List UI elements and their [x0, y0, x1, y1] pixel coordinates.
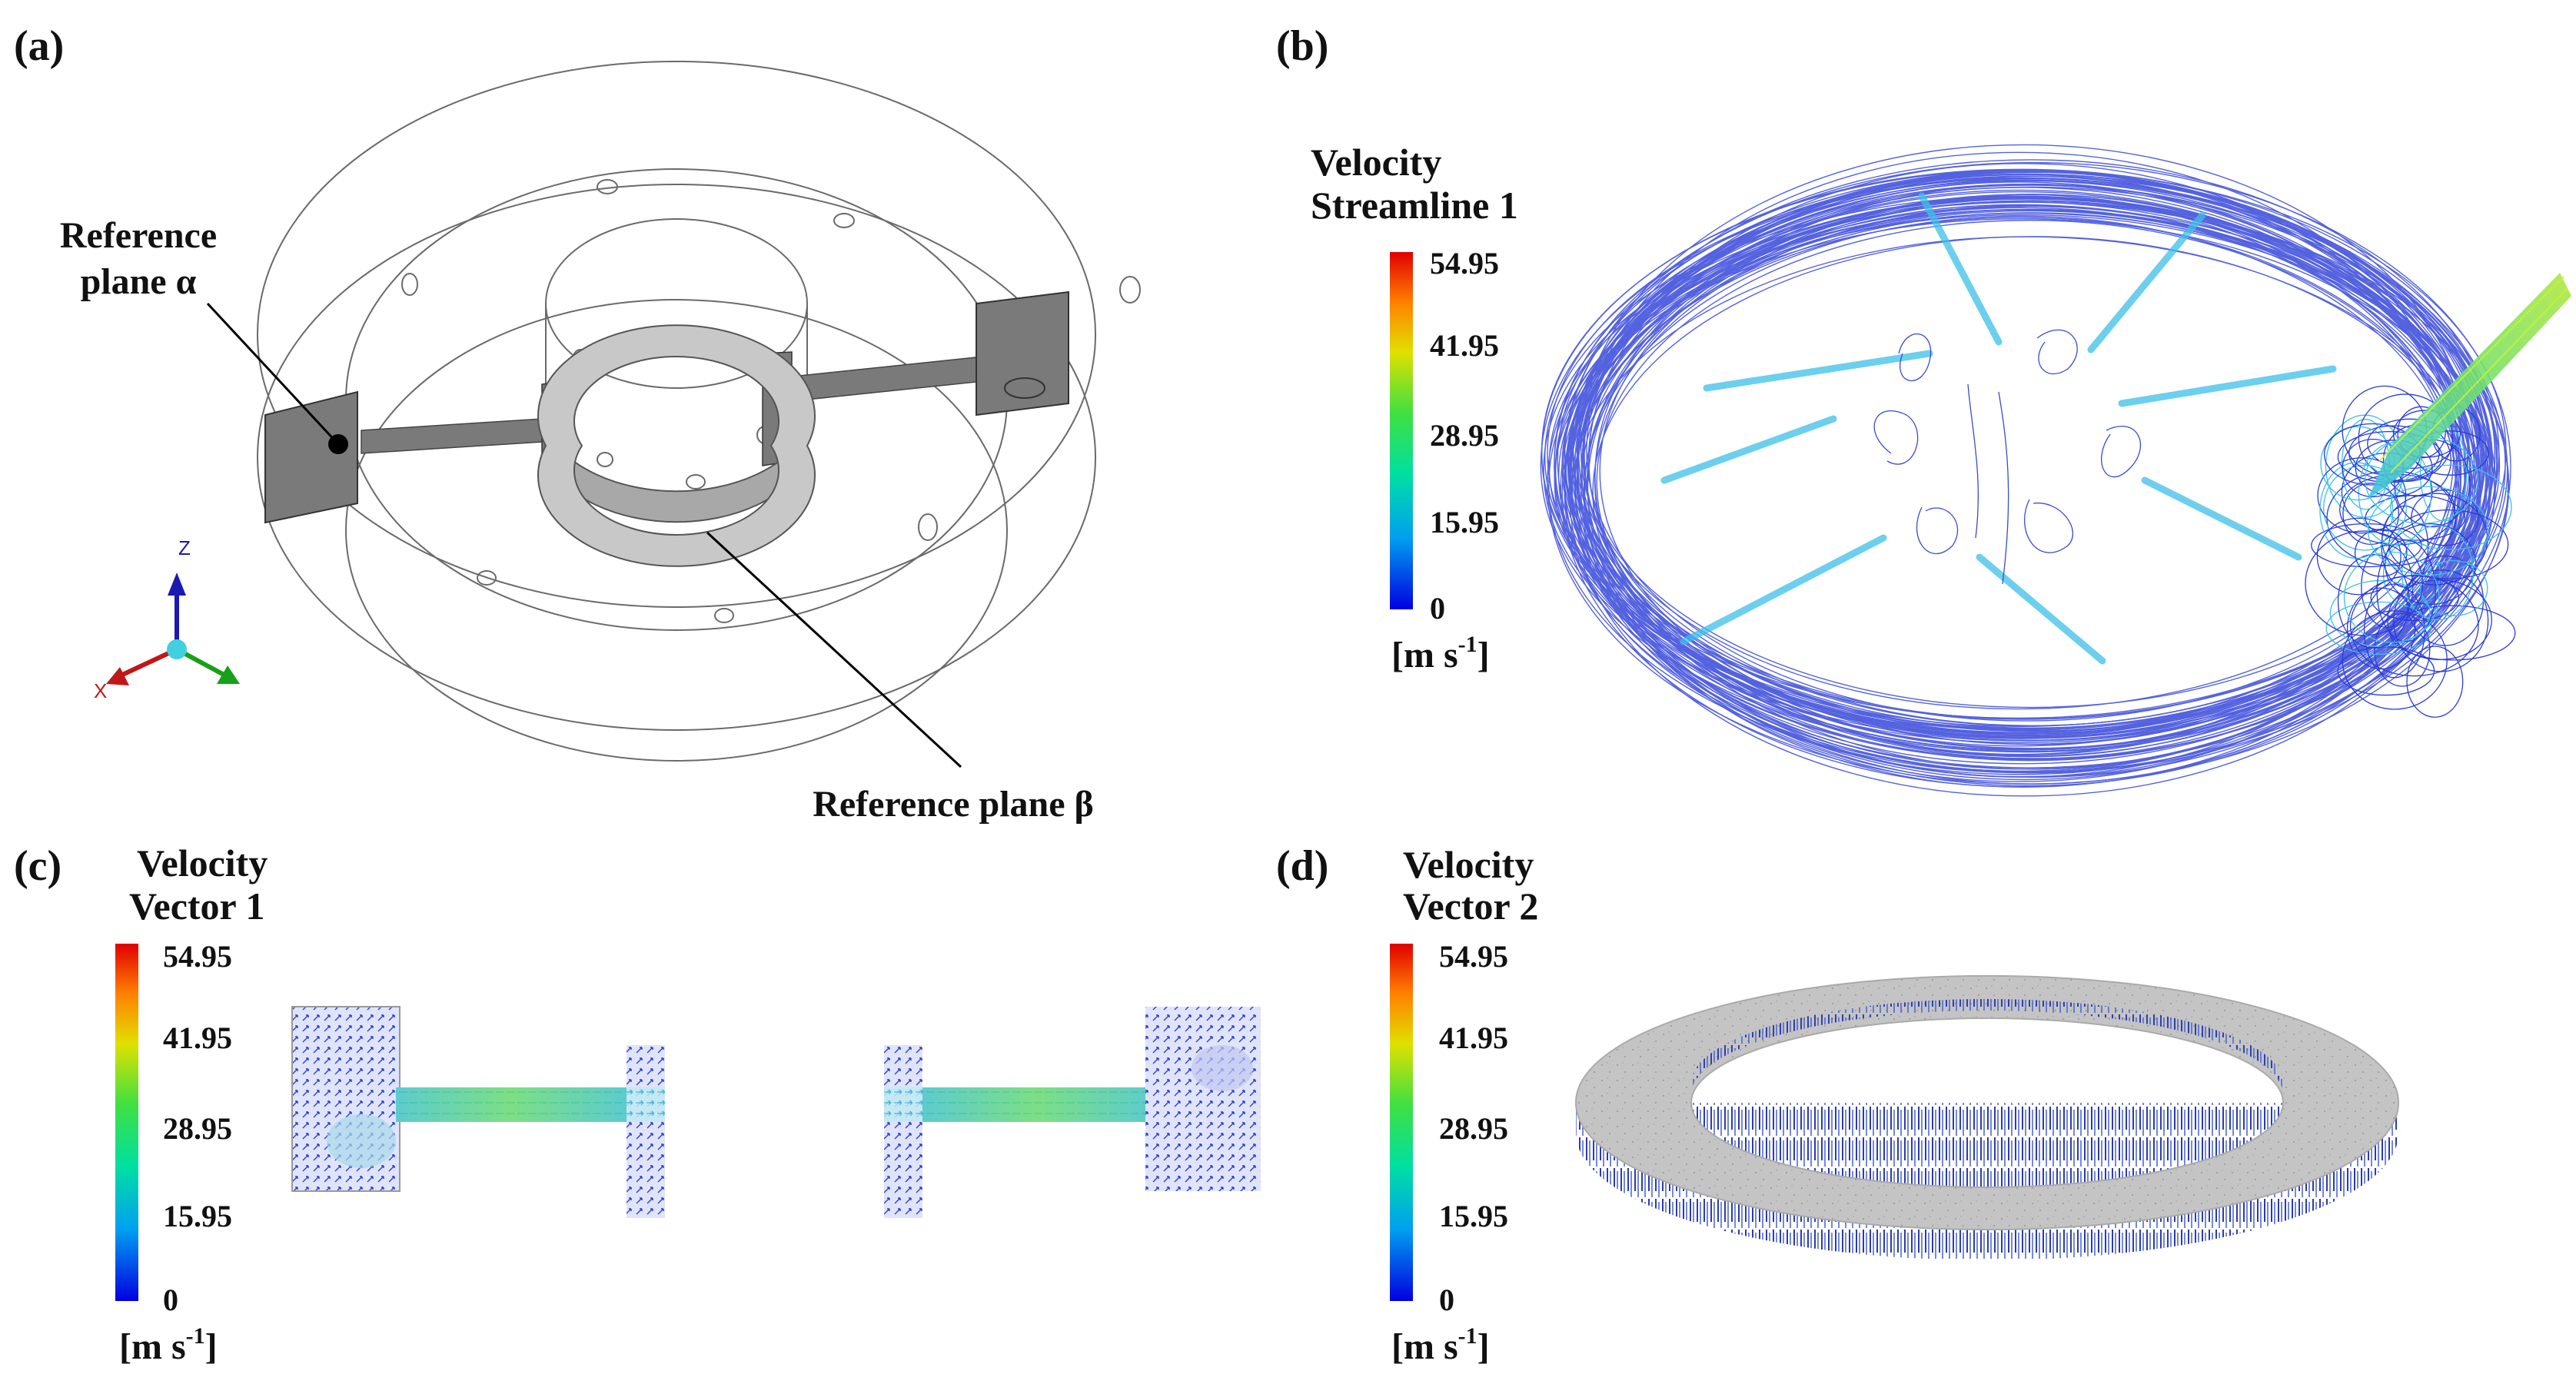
tick-c-1: 41.95 — [163, 1021, 232, 1055]
panel-b-label: (b) — [1276, 22, 1328, 70]
legend-b-title-1: Velocity — [1311, 141, 1441, 184]
colorbar-c — [115, 944, 138, 1301]
legend-c-title-2: Vector 1 — [129, 884, 264, 928]
tick-d-1: 41.95 — [1439, 1021, 1508, 1055]
panel-d: (d) Velocity Vector 2 54.95 41.95 28.95 … — [1276, 842, 2400, 1367]
panel-c: (c) Velocity Vector 1 54.95 41.95 28.95 … — [14, 841, 1261, 1367]
legend-d: Velocity Vector 2 54.95 41.95 28.95 15.9… — [1390, 843, 1538, 1367]
tick-b-4: 0 — [1430, 591, 1445, 626]
radial-jets — [1660, 192, 2337, 665]
tick-c-2: 28.95 — [163, 1111, 232, 1146]
axis-triad: Z X — [94, 536, 240, 702]
callout-alpha-line1: Reference — [60, 215, 217, 256]
unit-c: [m s-1] — [119, 1323, 218, 1367]
tick-d-2: 28.95 — [1439, 1111, 1508, 1146]
reference-point-alpha — [328, 434, 348, 454]
panel-b: (b) Velocity Streamline 1 54.95 41.95 28… — [1276, 22, 2571, 797]
callout-alpha: Reference plane α — [60, 215, 348, 454]
legend-c: Velocity Vector 1 54.95 41.95 28.95 15.9… — [115, 841, 268, 1367]
tick-b-3: 15.95 — [1430, 505, 1499, 539]
axis-x-label: X — [94, 679, 107, 702]
tick-b-2: 28.95 — [1430, 418, 1499, 453]
legend-b-title-2: Streamline 1 — [1311, 184, 1518, 227]
panel-c-label: (c) — [14, 842, 61, 890]
panel-a: (a) — [14, 22, 1141, 825]
streamline-plot — [1540, 144, 2571, 797]
callout-beta-text: Reference plane β — [813, 784, 1094, 825]
legend-c-title-1: Velocity — [137, 841, 268, 884]
geometry-wireframe — [257, 61, 1096, 762]
panel-d-label: (d) — [1276, 842, 1328, 890]
tick-b-0: 54.95 — [1430, 246, 1499, 280]
inner-tangles — [1873, 329, 2142, 585]
colorbar-b — [1390, 252, 1413, 609]
reference-solids — [264, 290, 1069, 567]
tick-c-4: 0 — [163, 1283, 178, 1317]
tick-b-1: 41.95 — [1430, 328, 1499, 363]
tick-d-4: 0 — [1439, 1283, 1454, 1317]
annular-ring-plane — [1574, 975, 2400, 1260]
unit-d: [m s-1] — [1391, 1323, 1490, 1367]
legend-d-title-1: Velocity — [1403, 843, 1534, 886]
tick-c-3: 15.95 — [163, 1199, 232, 1233]
legend-d-title-2: Vector 2 — [1403, 884, 1538, 928]
unit-b: [m s-1] — [1391, 632, 1490, 675]
axis-z-label: Z — [178, 536, 191, 559]
tick-d-0: 54.95 — [1439, 939, 1508, 974]
colorbar-d — [1390, 944, 1413, 1301]
vector-section — [291, 1006, 1261, 1218]
legend-b: Velocity Streamline 1 54.95 41.95 28.95 … — [1311, 141, 1518, 675]
tick-d-3: 15.95 — [1439, 1199, 1508, 1233]
panel-a-label: (a) — [14, 22, 64, 70]
tick-c-0: 54.95 — [163, 939, 232, 974]
callout-alpha-line2: plane α — [81, 261, 197, 302]
callout-beta: Reference plane β — [706, 531, 1094, 825]
